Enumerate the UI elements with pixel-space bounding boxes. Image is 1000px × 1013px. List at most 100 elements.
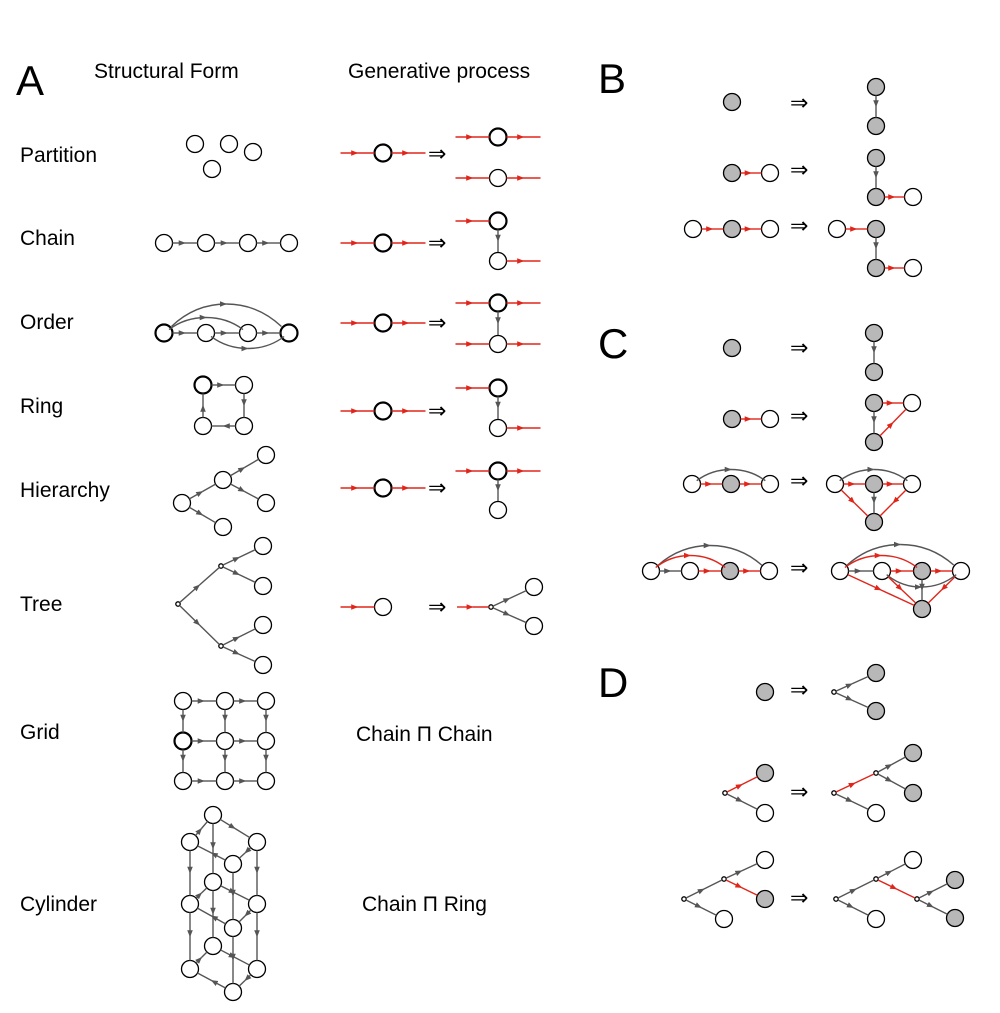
white-node — [172, 493, 192, 513]
grey-node — [722, 163, 742, 183]
implies-arrow-icon: ⇒ — [790, 886, 808, 911]
white-node — [203, 805, 223, 825]
white-node — [682, 474, 702, 494]
grey-node — [945, 870, 965, 890]
curved-edge — [696, 466, 732, 482]
white-node — [256, 493, 276, 513]
edge — [244, 974, 252, 982]
white-node — [872, 561, 892, 581]
white-node — [488, 127, 508, 147]
white-node — [185, 134, 205, 154]
hidden-node — [873, 876, 879, 882]
white-node — [902, 474, 922, 494]
edge — [741, 862, 758, 872]
edge — [492, 607, 511, 616]
white-node — [256, 445, 276, 465]
white-node — [488, 461, 508, 481]
edge — [197, 907, 212, 917]
panel-c-letter: C — [598, 320, 628, 367]
implies-arrow-icon: ⇒ — [428, 595, 446, 620]
edge — [197, 972, 212, 982]
edge — [222, 566, 240, 576]
white-node — [247, 832, 267, 852]
edge — [244, 490, 259, 500]
white-node — [202, 159, 222, 179]
edge — [932, 883, 948, 892]
white-node — [247, 959, 267, 979]
white-node — [256, 691, 276, 711]
white-node — [760, 219, 780, 239]
red-edge — [840, 489, 856, 504]
edge — [188, 506, 204, 516]
edge — [210, 852, 226, 861]
edge — [835, 793, 853, 803]
grey-node — [945, 908, 965, 928]
edge — [210, 915, 226, 925]
white-node — [683, 219, 703, 239]
white-node — [215, 731, 235, 751]
white-node — [215, 691, 235, 711]
red-curved-edge — [844, 552, 882, 569]
edge — [222, 556, 240, 566]
grey-node — [721, 474, 741, 494]
grey-node — [722, 92, 742, 112]
edge — [210, 979, 226, 989]
edge — [195, 957, 202, 964]
white-node — [253, 536, 273, 556]
hidden-node — [873, 770, 879, 776]
white-node — [238, 323, 258, 343]
curved-edge — [170, 301, 227, 327]
white-node — [373, 478, 393, 498]
edge — [238, 628, 256, 638]
white-node — [279, 233, 299, 253]
red-curved-edge — [655, 552, 691, 569]
white-node — [173, 691, 193, 711]
white-node — [173, 771, 193, 791]
edge — [199, 566, 220, 586]
grey-node — [755, 889, 775, 909]
red-edge — [896, 888, 916, 899]
row-label-order: Order — [20, 311, 74, 334]
edge — [492, 597, 511, 607]
white-node — [488, 293, 508, 313]
edge — [234, 892, 250, 901]
red-edge — [741, 776, 758, 786]
edge — [852, 906, 869, 916]
curved-edge — [657, 542, 711, 566]
hidden-node — [721, 876, 727, 882]
edge — [189, 490, 204, 500]
grey-node — [864, 393, 884, 413]
grey-node — [720, 561, 740, 581]
white-node — [196, 233, 216, 253]
row-label-hierarchy: Hierarchy — [20, 479, 110, 502]
edge — [234, 827, 251, 839]
row-label-cylinder: Cylinder — [20, 893, 97, 916]
red-edge — [847, 573, 882, 591]
curved-edge — [226, 303, 282, 327]
white-node — [680, 561, 700, 581]
edge — [202, 514, 217, 524]
white-node — [180, 832, 200, 852]
edge — [200, 821, 209, 829]
panel-d-letter: D — [598, 659, 628, 706]
white-node — [223, 854, 243, 874]
white-node — [223, 982, 243, 1002]
white-node — [524, 616, 544, 636]
curved-edge — [730, 468, 766, 482]
white-node — [180, 894, 200, 914]
grey-node — [864, 432, 884, 452]
red-edge — [835, 782, 856, 793]
white-node — [488, 251, 508, 271]
grey-node — [755, 682, 775, 702]
red-edge — [726, 783, 743, 793]
implies-arrow-icon: ⇒ — [428, 311, 446, 336]
white-node — [215, 771, 235, 791]
edge — [685, 888, 705, 899]
row-label-ring: Ring — [20, 395, 63, 418]
red-edge — [880, 589, 915, 607]
implies-arrow-icon: ⇒ — [790, 404, 808, 429]
cylinder-product-formula: Chain Π Ring — [362, 893, 487, 916]
red-edge — [901, 589, 917, 604]
edge — [222, 636, 240, 646]
edge — [891, 863, 906, 872]
